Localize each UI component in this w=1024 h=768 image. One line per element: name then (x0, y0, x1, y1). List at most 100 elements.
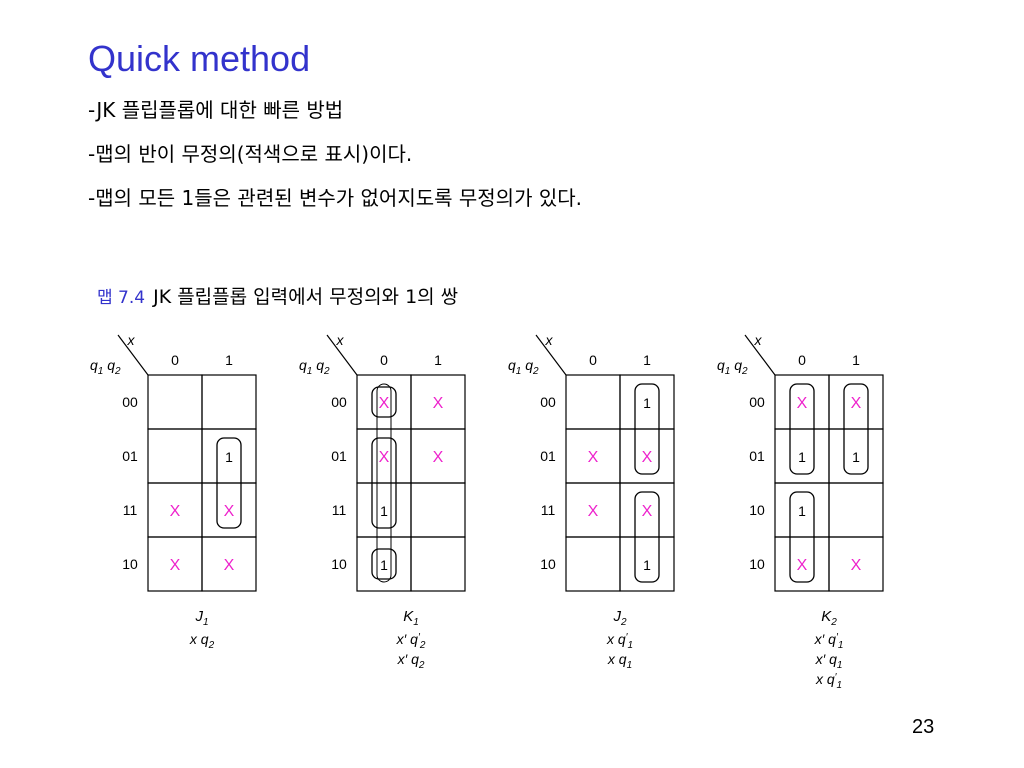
kmap-name: J2 (612, 608, 627, 628)
expression-term: x q′1 (815, 671, 842, 691)
kmap-cell (147, 374, 203, 430)
one-value: 1 (798, 449, 806, 465)
dont-care-mark: X (851, 557, 862, 574)
kmap-cell (619, 536, 675, 592)
row-label: 10 (122, 556, 138, 572)
col-variable-label: x (754, 332, 763, 348)
row-label: 01 (749, 448, 765, 464)
group-loop (634, 383, 660, 475)
dont-care-mark: X (642, 503, 653, 520)
one-value: 1 (798, 503, 806, 519)
kmap-name: K2 (821, 608, 837, 628)
kmap-diagonal (535, 334, 567, 376)
slide-title: Quick method (88, 38, 311, 79)
expression-term: x′ q′2 (396, 631, 426, 651)
kmap-cell (828, 536, 884, 592)
dont-care-mark: X (433, 449, 444, 466)
dont-care-mark: X (224, 503, 235, 520)
kmap-cell (201, 536, 257, 592)
col-label: 1 (852, 352, 860, 368)
row-label: 01 (331, 448, 347, 464)
dont-care-mark: X (797, 557, 808, 574)
row-variable-label: q1 q2 (508, 357, 539, 377)
expression-term: x q1 (607, 651, 632, 671)
kmap-name: J1 (194, 608, 208, 628)
dont-care-mark: X (379, 449, 390, 466)
col-label: 0 (171, 352, 179, 368)
caption-label: 맵 7.4 (97, 288, 146, 308)
row-label: 10 (540, 556, 556, 572)
dont-care-mark: X (170, 503, 181, 520)
col-label: 0 (380, 352, 388, 368)
dont-care-mark: X (433, 395, 444, 412)
group-loop (371, 548, 397, 580)
col-label: 0 (589, 352, 597, 368)
kmap-diagonal (326, 334, 358, 376)
row-label: 00 (540, 394, 556, 410)
row-label: 11 (541, 502, 556, 518)
col-variable-label: x (545, 332, 554, 348)
group-loop (371, 437, 397, 529)
col-variable-label: x (127, 332, 136, 348)
expression-term: x′ q′1 (814, 631, 844, 651)
row-label: 00 (749, 394, 765, 410)
col-label: 1 (225, 352, 233, 368)
row-label: 10 (749, 502, 765, 518)
dont-care-mark: X (379, 395, 390, 412)
row-variable-label: q1 q2 (717, 357, 748, 377)
col-label: 0 (798, 352, 806, 368)
group-loop (634, 491, 660, 583)
one-value: 1 (225, 449, 233, 465)
group-loop (216, 437, 242, 529)
row-variable-label: q1 q2 (299, 357, 330, 377)
kmap-diagonal (117, 334, 149, 376)
kmap-diagonal (744, 334, 776, 376)
col-variable-label: x (336, 332, 345, 348)
kmap-cell (410, 482, 466, 538)
one-value: 1 (643, 557, 651, 573)
row-label: 10 (331, 556, 347, 572)
kmap-cell (410, 536, 466, 592)
group-loop (376, 383, 392, 583)
page-number: 23 (912, 716, 935, 738)
expression-term: x q′1 (606, 631, 633, 651)
kmap-cell (828, 482, 884, 538)
bullet-2: -맵의 반이 무정의(적색으로 표시)이다. (88, 142, 413, 166)
kmap-cell (147, 428, 203, 484)
group-loop (789, 491, 815, 583)
kmap-cell (565, 536, 621, 592)
row-label: 11 (332, 502, 347, 518)
col-label: 1 (643, 352, 651, 368)
col-label: 1 (434, 352, 442, 368)
expression-term: x′ q1 (815, 651, 843, 671)
bullet-1: -JK 플립플롭에 대한 빠른 방법 (88, 98, 344, 122)
dont-care-mark: X (170, 557, 181, 574)
dont-care-mark: X (588, 449, 599, 466)
bullet-3: -맵의 모든 1들은 관련된 변수가 없어지도록 무정의가 있다. (88, 186, 583, 210)
group-loop (843, 383, 869, 475)
dont-care-mark: X (797, 395, 808, 412)
row-variable-label: q1 q2 (90, 357, 121, 377)
row-label: 01 (540, 448, 556, 464)
kmap-name: K1 (403, 608, 419, 628)
kmap-cell (565, 374, 621, 430)
one-value: 1 (852, 449, 860, 465)
group-loop (789, 383, 815, 475)
dont-care-mark: X (224, 557, 235, 574)
row-label: 00 (331, 394, 347, 410)
dont-care-mark: X (642, 449, 653, 466)
row-label: 00 (122, 394, 138, 410)
one-value: 1 (380, 557, 388, 573)
one-value: 1 (643, 395, 651, 411)
expression-term: x′ q2 (397, 651, 425, 671)
group-loop (371, 386, 397, 418)
one-value: 1 (380, 503, 388, 519)
